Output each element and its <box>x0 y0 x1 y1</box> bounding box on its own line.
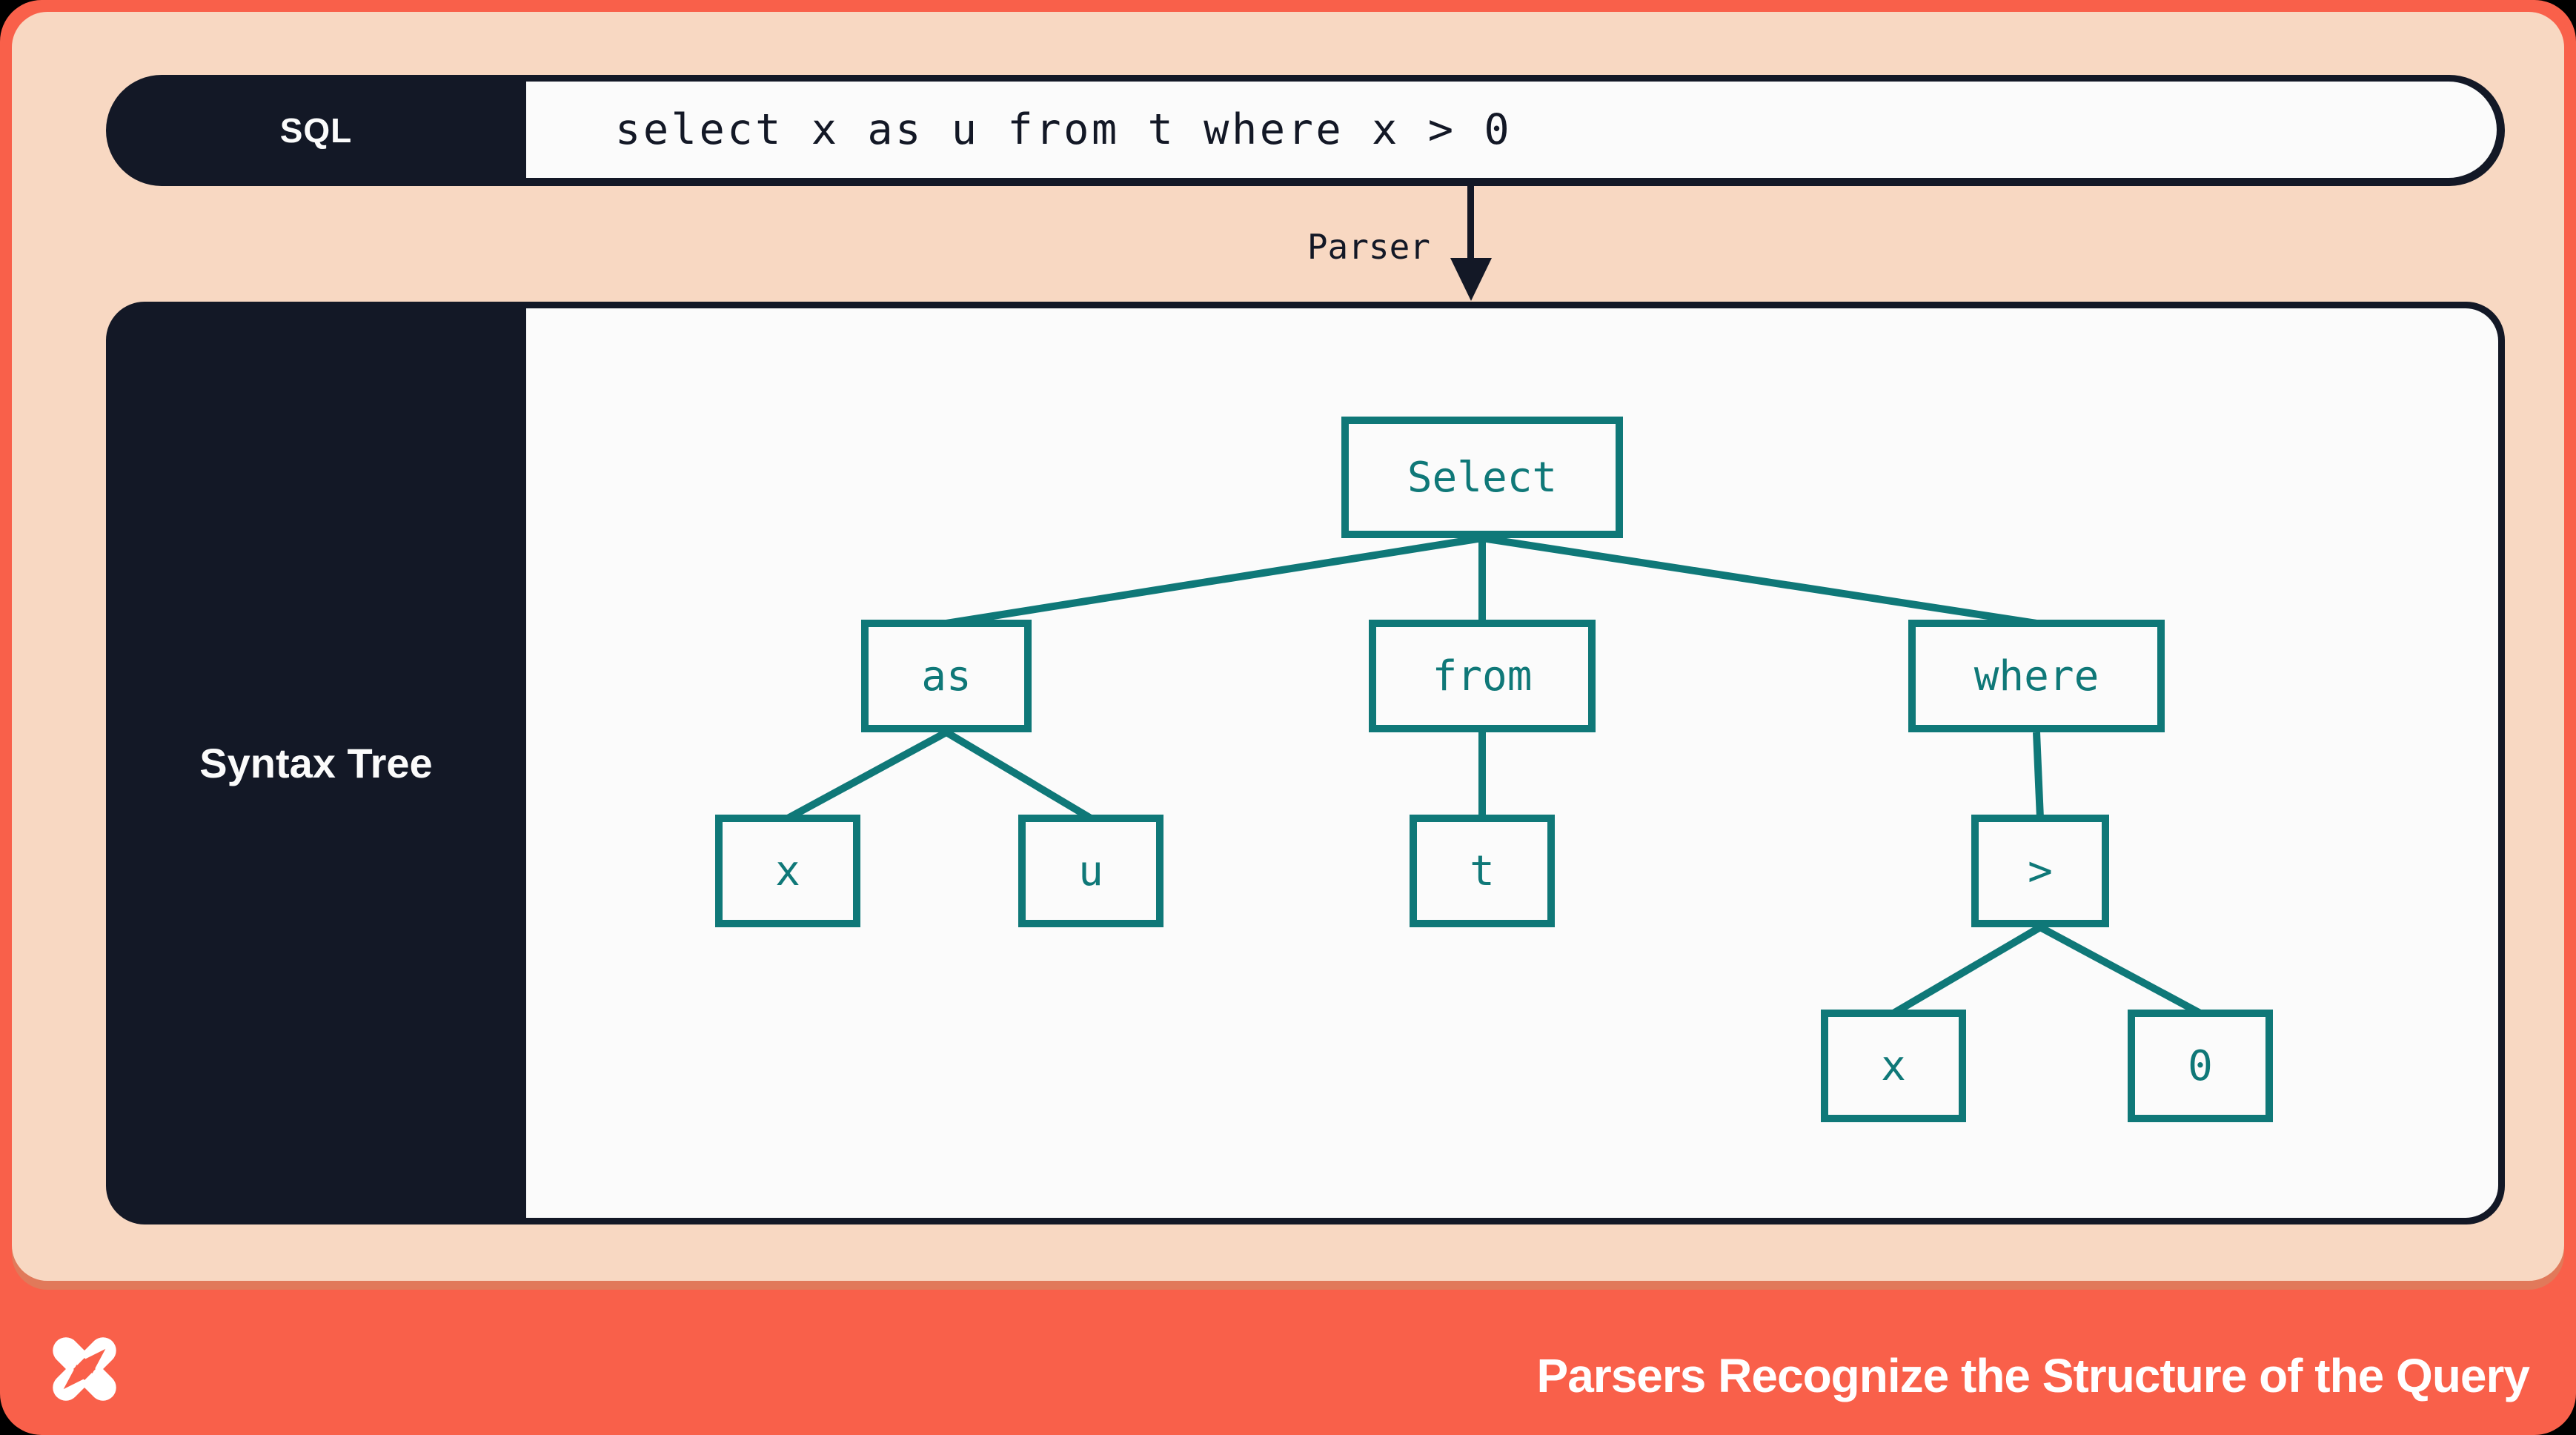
footer-caption: Parsers Recognize the Structure of the Q… <box>1536 1349 2530 1402</box>
syntax-tree-panel-label: Syntax Tree <box>199 740 433 786</box>
tree-node-zero: 0 <box>2128 1010 2273 1122</box>
tree-node-where: where <box>1908 620 2165 732</box>
tree-node-x-operand: x <box>1821 1010 1966 1122</box>
sql-bar-label: SQL <box>279 111 353 150</box>
sql-query-text: select x as u from t where x > 0 <box>526 82 2497 178</box>
tree-node-t: t <box>1410 815 1555 927</box>
parser-arrow <box>1467 186 1474 262</box>
tree-node-select: Select <box>1341 417 1623 538</box>
tree-node-u: u <box>1018 815 1163 927</box>
parser-label: Parser <box>1307 227 1430 267</box>
tree-node-greater-than: > <box>1971 815 2109 927</box>
tree-node-as: as <box>861 620 1032 732</box>
tree-node-from: from <box>1369 620 1596 732</box>
brand-x-star-logo-icon <box>53 1337 116 1401</box>
sql-bar: SQL select x as u from t where x > 0 <box>106 75 2505 186</box>
parser-arrow-head-icon <box>1450 258 1492 301</box>
tree-node-x-alias: x <box>715 815 860 927</box>
